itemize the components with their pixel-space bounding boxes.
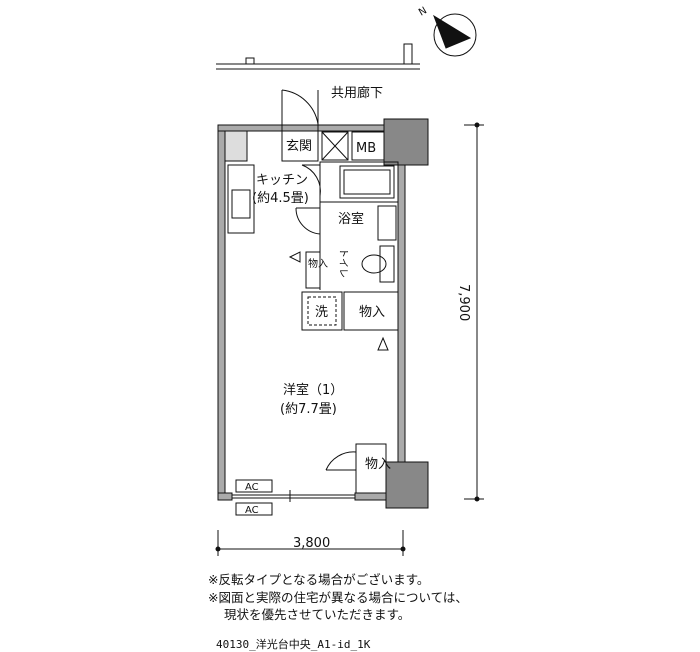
washer-storage: [301, 291, 399, 351]
entrance-area: [281, 130, 385, 162]
western-room-label: 洋室（1）: [283, 382, 343, 398]
width-dimension: [215, 530, 406, 556]
corridor-railing: [216, 43, 420, 70]
western-room-size-label: (約7.7畳): [280, 402, 337, 417]
bottom-storage-label: 物入: [365, 457, 391, 472]
note-priority: 現状を優先させていただきます。: [224, 607, 411, 622]
kitchen-label: キッチン: [256, 173, 308, 188]
mb-label: MB: [356, 141, 376, 156]
entrance-door: [281, 89, 319, 131]
washer-label: 洗: [315, 305, 328, 320]
bath-label: 浴室: [338, 211, 364, 227]
ac-inner-label: AC: [245, 482, 259, 493]
small-storage-label: 物入: [308, 257, 328, 270]
plan-code: 40130_洋光台中央_A1-id_1K: [216, 638, 371, 651]
entrance-label: 玄関: [286, 139, 312, 154]
corridor-label: 共用廊下: [331, 85, 383, 101]
compass-north-label: N: [417, 5, 429, 18]
balcony-window: [232, 479, 355, 516]
compass-icon: [433, 13, 477, 57]
exterior-walls: [217, 118, 429, 509]
storage-label: 物入: [359, 305, 385, 320]
bottom-storage: [325, 443, 387, 494]
bathroom: [295, 161, 399, 290]
toilet-label: トイレ: [337, 248, 348, 278]
depth-dimension: [464, 122, 484, 502]
note-reverse-type: ※反転タイプとなる場合がございます。: [208, 572, 430, 587]
depth-dimension-label: 7,900: [456, 284, 471, 321]
kitchen-size-label: (約4.5畳): [252, 191, 309, 206]
width-dimension-label: 3,800: [293, 536, 330, 551]
note-difference: ※図面と実際の住宅が異なる場合については、: [208, 590, 468, 605]
small-storage: [288, 251, 321, 289]
ac-outer-label: AC: [245, 505, 259, 516]
